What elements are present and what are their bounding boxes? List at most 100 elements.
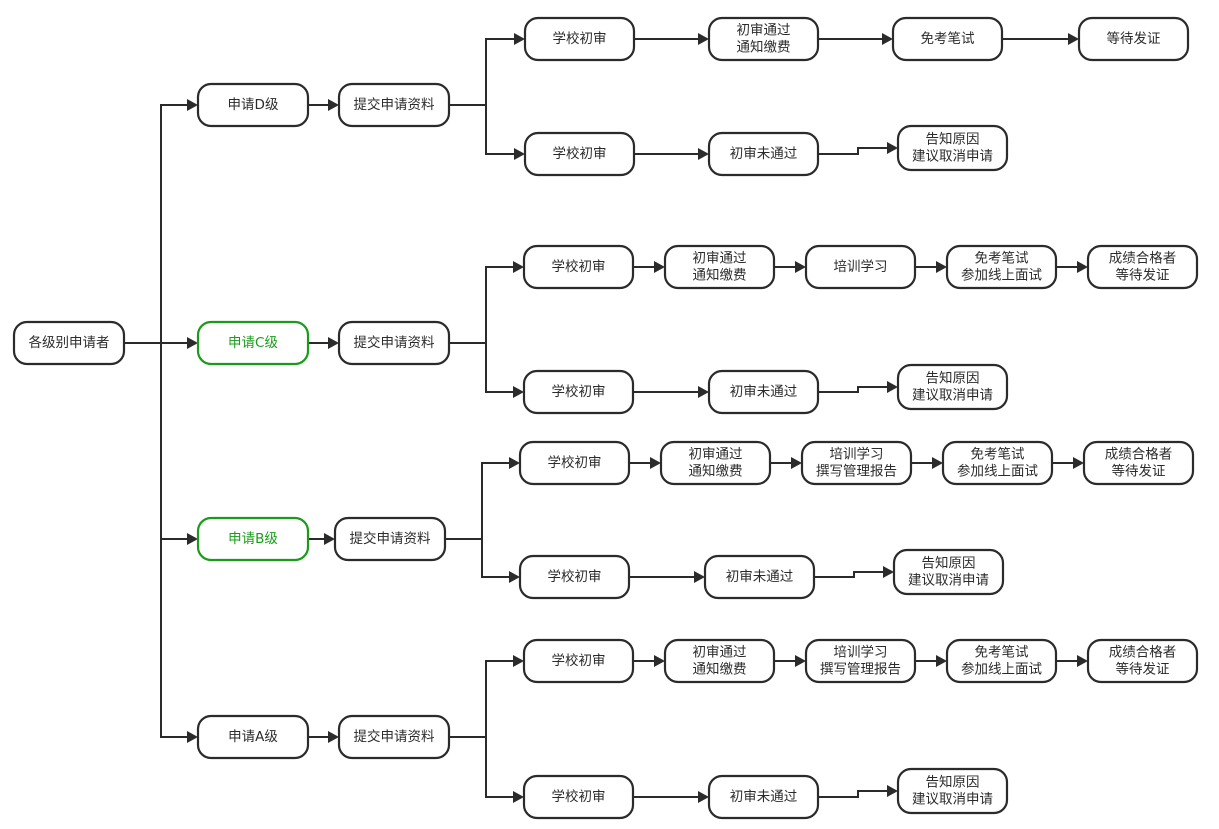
arrow-A_p1-to-A_t1 [795,655,806,667]
arrow-C_e1-to-C_c1 [1077,261,1088,273]
arrow-D_s1-to-D_p1 [698,33,709,45]
node-box [707,131,820,177]
flow-node-lvlC: 申请C级 [196,320,310,366]
arrow-subB-to-B_s2 [509,571,520,583]
node-label: 提交申请资料 [354,728,435,745]
flow-node-lvlB: 申请B级 [196,516,310,562]
node-box [659,440,772,486]
node-box [522,638,635,684]
node-label: 学校初审 [553,30,607,47]
arrow-D_f2-to-D_r2 [887,142,898,154]
flow-node-B_f2: 初审未通过 [703,554,816,600]
node-label: 初审未通过 [730,145,798,162]
node-box [707,16,820,62]
flow-node-A_s1: 学校初审 [522,638,635,684]
node-label: 提交申请资料 [354,96,435,113]
connector-subA-to-A_s1 [449,660,514,738]
node-box [703,554,816,600]
connector-subC-to-C_s1 [449,266,514,344]
node-label: 申请B级 [228,531,278,547]
node-box [337,82,451,128]
node-label: 免考笔试 [975,645,1029,661]
node-box [1086,244,1199,290]
node-box [945,638,1058,684]
node-label: 建议取消申请 [908,573,989,589]
node-box [800,440,913,486]
node-box [12,320,126,366]
node-box [1082,440,1195,486]
arrow-lvlB-to-subB [324,533,335,545]
connector-subD-to-D_s2 [449,104,515,155]
node-label: 告知原因 [922,555,976,572]
node-label: 参加线上面试 [961,267,1042,284]
node-label: 通知缴费 [693,267,747,284]
flow-node-root: 各级别申请者 [12,320,126,366]
arrow-D_p1-to-D_e1 [882,33,893,45]
node-label: 成绩合格者 [1109,645,1177,661]
node-label: 等待发证 [1116,267,1170,284]
arrow-A_s1-to-A_p1 [654,655,665,667]
node-label: 培训学习 [834,645,888,661]
arrow-root-to-lvlD [187,99,198,111]
connector-B_f2-to-B_r2 [814,571,884,578]
node-box [804,244,917,290]
flow-node-A_f2: 初审未通过 [707,774,820,820]
node-box [663,638,776,684]
flow-node-A_s2: 学校初审 [522,774,635,820]
node-box [804,638,917,684]
node-box [333,516,447,562]
connector-subA-to-A_s2 [449,736,514,798]
node-label: 通知缴费 [693,661,747,678]
node-label: 学校初审 [553,145,607,162]
arrow-C_s2-to-C_f2 [698,386,709,398]
node-box [1086,638,1199,684]
arrow-root-to-lvlB [187,533,198,545]
flow-node-subB: 提交申请资料 [333,516,447,562]
flow-node-B_s2: 学校初审 [518,554,631,600]
node-box [896,363,1009,411]
node-box [1077,16,1190,62]
node-box [196,516,310,562]
node-label: 学校初审 [548,454,602,471]
node-label: 等待发证 [1112,463,1166,480]
node-label: 学校初审 [552,652,606,669]
connector-subB-to-B_s1 [445,462,510,540]
node-box [892,548,1005,596]
node-label: 等待发证 [1116,661,1170,678]
node-box [196,320,310,366]
arrow-A_f2-to-A_r2 [887,785,898,797]
node-label: 建议取消申请 [912,149,993,165]
arrow-C_s1-to-C_p1 [654,261,665,273]
node-label: 告知原因 [926,370,980,387]
arrow-D_e1-to-D_c1 [1068,33,1079,45]
connector-root-to-lvlA [124,342,188,738]
node-label: 建议取消申请 [912,388,993,404]
arrow-C_p1-to-C_t1 [795,261,806,273]
arrow-B_s2-to-B_f2 [694,571,705,583]
node-label: 初审未通过 [730,788,798,805]
connector-D_f2-to-D_r2 [818,147,888,155]
arrow-subC-to-C_s2 [513,386,524,398]
node-label: 通知缴费 [689,463,743,480]
flow-node-subD: 提交申请资料 [337,82,451,128]
arrow-subA-to-A_s1 [513,655,524,667]
arrow-subC-to-C_s1 [513,261,524,273]
node-box [337,714,451,760]
flow-node-D_c1: 等待发证 [1077,16,1190,62]
node-box [896,767,1009,815]
node-label: 初审通过 [737,22,791,39]
connector-root-to-lvlD [124,104,188,344]
node-label: 成绩合格者 [1105,447,1173,463]
node-box [707,774,820,820]
node-label: 培训学习 [834,259,888,275]
connector-A_f2-to-A_r2 [818,790,888,798]
node-box [891,16,1004,62]
node-label: 申请C级 [228,335,278,351]
